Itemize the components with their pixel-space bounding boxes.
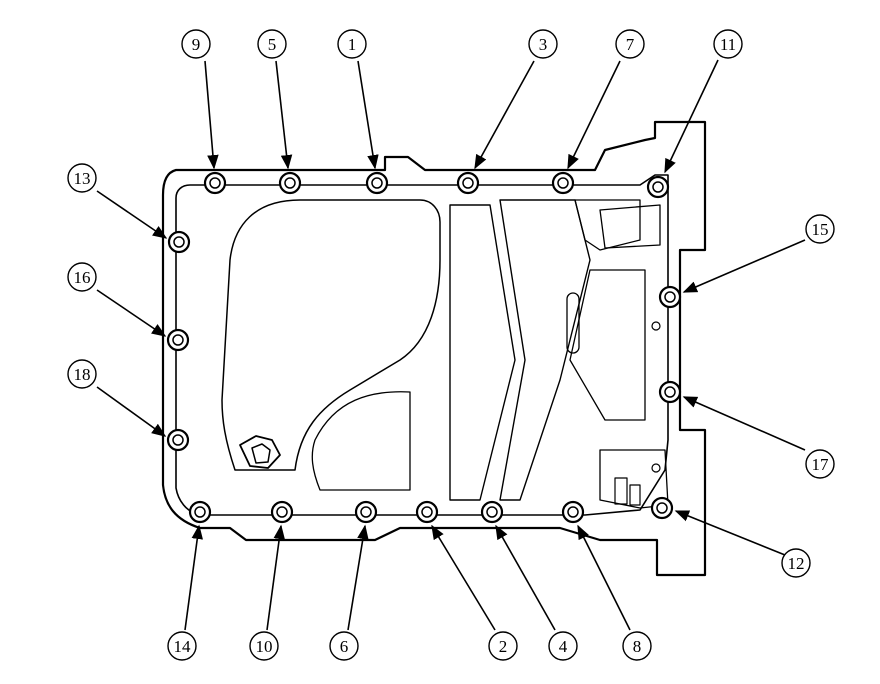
- arrow-8: [577, 524, 631, 631]
- callout-label-10: 10: [256, 637, 273, 656]
- callout-label-15: 15: [812, 220, 829, 239]
- bolt-6: [354, 500, 378, 524]
- callout-17: 17: [805, 449, 835, 479]
- arrow-11: [664, 59, 719, 174]
- callout-label-5: 5: [268, 35, 277, 54]
- arrow-5: [275, 60, 293, 170]
- bolt-7: [551, 171, 575, 195]
- arrow-14: [184, 524, 203, 631]
- arrow-2: [431, 524, 496, 631]
- bolt-10: [270, 500, 294, 524]
- bolt-11: [646, 175, 670, 199]
- callouts: 9 5 1 3 7 11 13 16 18 15 17 12 14 10 6 2…: [67, 29, 835, 661]
- callout-6: 6: [329, 631, 359, 661]
- arrow-12: [674, 510, 786, 556]
- callout-label-3: 3: [539, 35, 548, 54]
- callout-label-12: 12: [788, 554, 805, 573]
- callout-label-2: 2: [499, 637, 508, 656]
- arrow-15: [682, 239, 806, 293]
- bolt-2: [415, 500, 439, 524]
- bolt-16: [166, 328, 190, 352]
- callout-1: 1: [337, 29, 367, 59]
- bolt-heads: [166, 171, 682, 524]
- callout-label-18: 18: [74, 365, 91, 384]
- callout-label-8: 8: [633, 637, 642, 656]
- callout-label-9: 9: [192, 35, 201, 54]
- bolt-13: [167, 230, 191, 254]
- arrow-10: [266, 524, 285, 631]
- callout-label-14: 14: [174, 637, 192, 656]
- callout-11: 11: [713, 29, 743, 59]
- callout-7: 7: [615, 29, 645, 59]
- callout-13: 13: [67, 163, 97, 193]
- arrow-3: [474, 60, 535, 170]
- arrow-1: [357, 60, 379, 170]
- callout-label-1: 1: [348, 35, 357, 54]
- bolt-18: [166, 428, 190, 452]
- callout-8: 8: [622, 631, 652, 661]
- arrow-18: [96, 386, 167, 437]
- callout-14: 14: [167, 631, 197, 661]
- callout-2: 2: [488, 631, 518, 661]
- callout-3: 3: [528, 29, 558, 59]
- bolt-15: [658, 285, 682, 309]
- callout-label-16: 16: [74, 268, 91, 287]
- callout-label-13: 13: [74, 169, 91, 188]
- callout-4: 4: [548, 631, 578, 661]
- bolt-4: [480, 500, 504, 524]
- arrow-17: [682, 396, 806, 451]
- callout-label-7: 7: [626, 35, 635, 54]
- callout-label-6: 6: [340, 637, 349, 656]
- bolt-12: [650, 496, 674, 520]
- arrow-9: [204, 60, 219, 170]
- bolt-3: [456, 171, 480, 195]
- callout-12: 12: [781, 548, 811, 578]
- arrow-6: [347, 524, 369, 631]
- callout-5: 5: [257, 29, 287, 59]
- arrow-4: [495, 524, 556, 631]
- arrow-13: [96, 190, 168, 239]
- callout-9: 9: [181, 29, 211, 59]
- callout-label-4: 4: [559, 637, 568, 656]
- bolt-17: [658, 380, 682, 404]
- bolt-1: [365, 171, 389, 195]
- callout-label-17: 17: [812, 455, 830, 474]
- callout-10: 10: [249, 631, 279, 661]
- callout-16: 16: [67, 262, 97, 292]
- arrow-7: [567, 60, 621, 170]
- callout-15: 15: [805, 214, 835, 244]
- arrow-16: [96, 289, 167, 337]
- leader-arrows: [96, 59, 806, 631]
- callout-18: 18: [67, 359, 97, 389]
- bolt-8: [561, 500, 585, 524]
- bolt-5: [278, 171, 302, 195]
- callout-label-11: 11: [720, 35, 736, 54]
- bolt-9: [203, 171, 227, 195]
- bolt-14: [188, 500, 212, 524]
